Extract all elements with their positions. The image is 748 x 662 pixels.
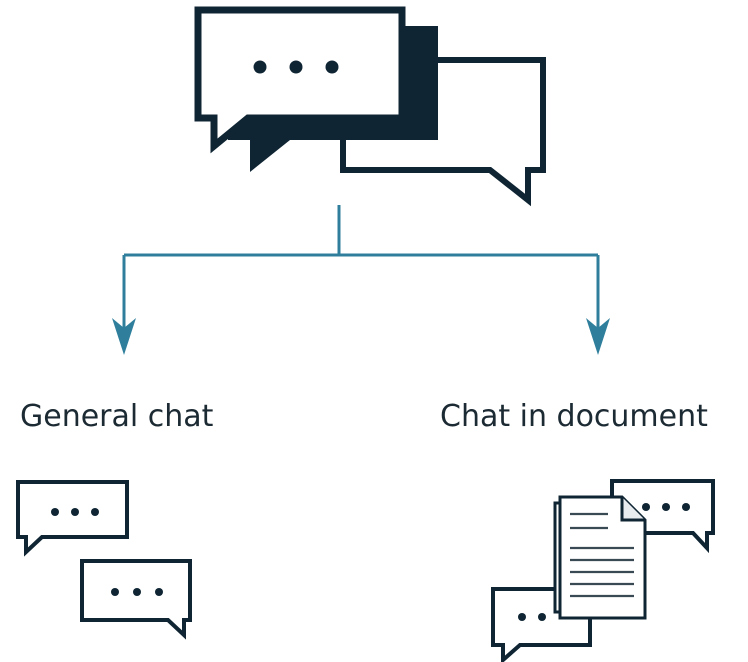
- dot: [642, 503, 650, 511]
- document-text-lines: [570, 512, 634, 598]
- connector: [122, 205, 600, 350]
- dot: [71, 508, 79, 516]
- dot: [91, 508, 99, 516]
- dot: [155, 588, 163, 596]
- front-bubble: [194, 6, 406, 154]
- dot: [289, 60, 303, 74]
- dot: [518, 613, 526, 621]
- dot: [133, 588, 141, 596]
- dot: [51, 508, 59, 516]
- document-chat-icon: [491, 479, 715, 662]
- chat-bubbles-icon: [194, 6, 546, 207]
- chat-in-document-label: Chat in document: [440, 399, 708, 434]
- dot: [538, 613, 546, 621]
- dot: [325, 60, 339, 74]
- small-bubble-top: [16, 480, 129, 557]
- left-arrow-head: [112, 318, 136, 355]
- general-chat-icon: [16, 480, 192, 640]
- dot: [111, 588, 119, 596]
- dot: [662, 503, 670, 511]
- small-bubble-bottom: [80, 559, 192, 640]
- general-chat-label: General chat: [20, 399, 214, 434]
- dot: [253, 60, 267, 74]
- dot: [682, 503, 690, 511]
- document-fold: [620, 497, 645, 522]
- right-arrow-head: [586, 318, 610, 355]
